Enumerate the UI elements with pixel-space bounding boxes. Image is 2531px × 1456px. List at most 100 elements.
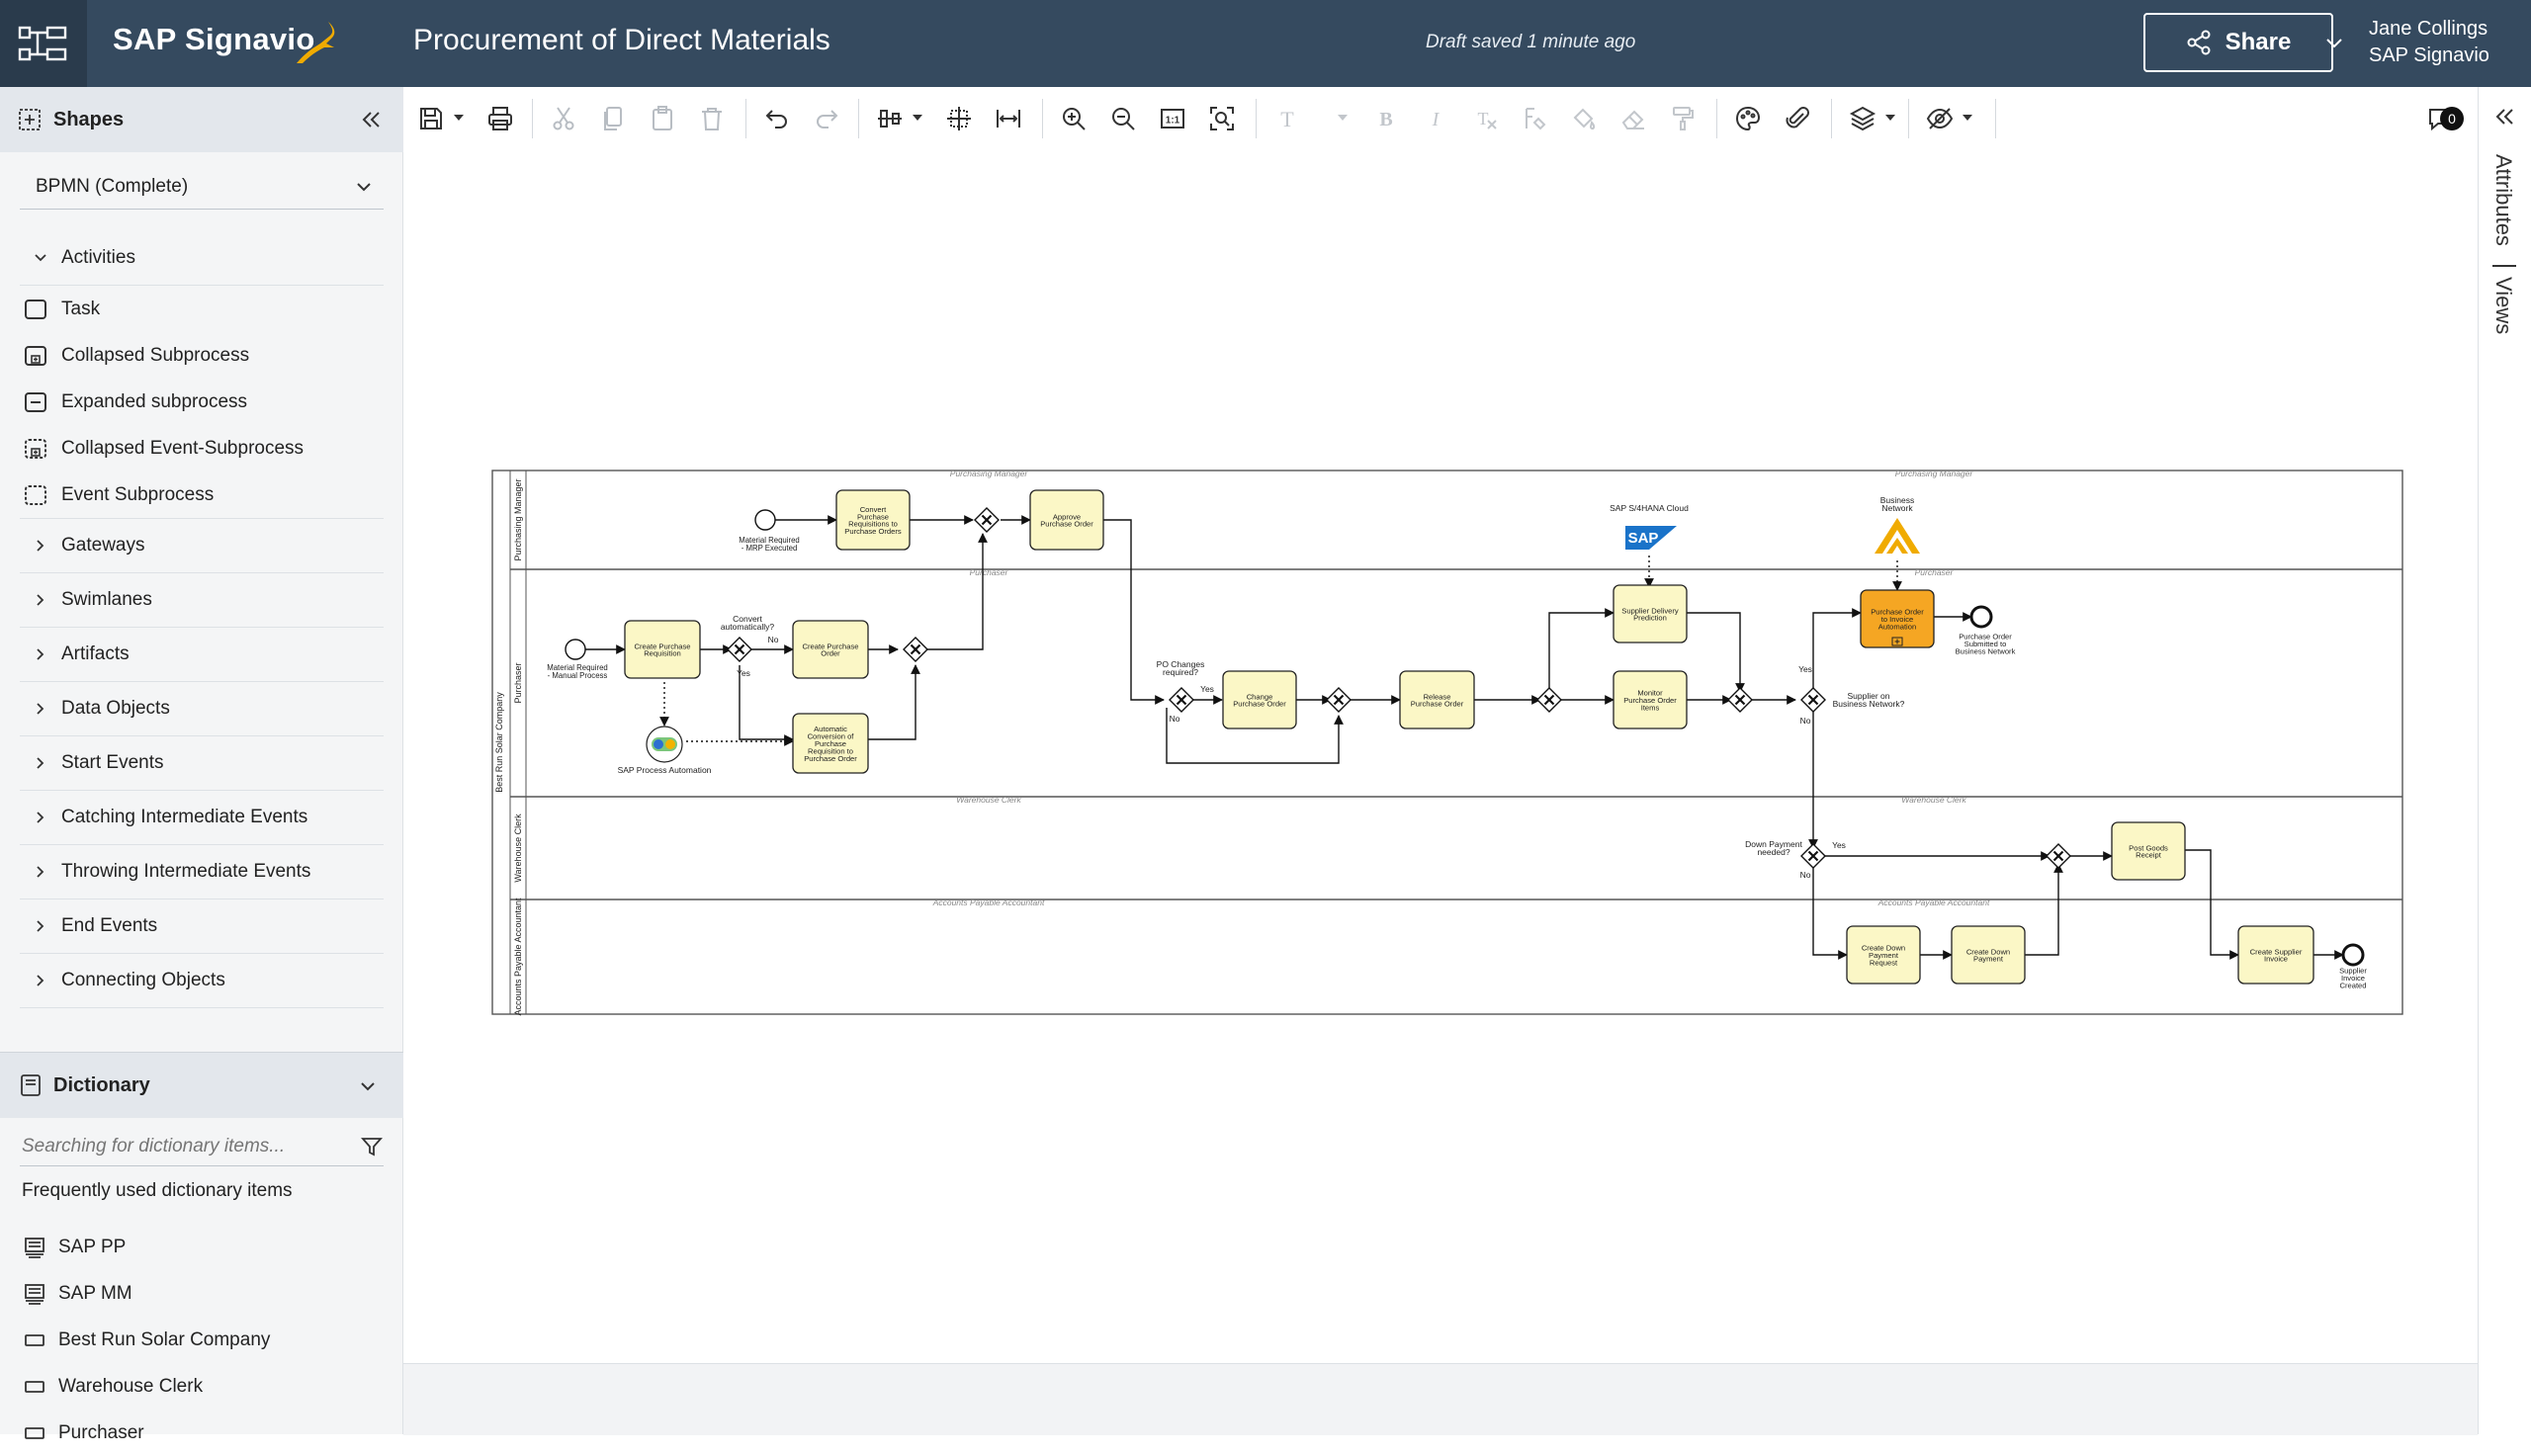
end-event-po-submitted[interactable] [1969, 605, 1993, 629]
start-event-manual[interactable] [565, 639, 586, 660]
comments-button[interactable]: 0 [2424, 103, 2464, 134]
caret-down-icon[interactable] [453, 113, 465, 123]
delete-button[interactable] [696, 103, 728, 134]
category-activities[interactable]: Activities [20, 231, 384, 286]
cut-button[interactable] [548, 103, 579, 134]
shape-collapsed-event-subprocess[interactable]: Collapsed Event-Subprocess [20, 425, 384, 471]
undo-button[interactable] [761, 103, 793, 134]
bold-button[interactable]: B [1370, 103, 1402, 134]
tab-attributes[interactable]: Attributes [2491, 154, 2516, 246]
document-title[interactable]: Procurement of Direct Materials [413, 24, 830, 56]
shape-expanded-subprocess[interactable]: Expanded subprocess [20, 379, 384, 425]
zoom-actual-button[interactable]: 1:1 [1157, 103, 1188, 134]
gateway-po-changes[interactable] [1169, 687, 1194, 713]
sequence-flow[interactable] [2185, 849, 2239, 960]
gateway-convert-automatically[interactable] [727, 637, 752, 662]
zoom-fit-button[interactable] [1206, 103, 1238, 134]
double-chevron-left-icon[interactable] [358, 107, 384, 132]
attachment-button[interactable] [1782, 103, 1813, 134]
dictionary-item[interactable]: Purchaser [24, 1410, 380, 1456]
fill-color-button[interactable] [1568, 103, 1600, 134]
dictionary-panel-header[interactable]: Dictionary [0, 1052, 403, 1118]
save-button[interactable] [415, 103, 447, 134]
chevron-down-icon[interactable] [2323, 32, 2345, 53]
gateway-merge[interactable] [1727, 687, 1753, 713]
gateway-merge[interactable] [903, 637, 928, 662]
print-button[interactable] [484, 103, 516, 134]
gateway-merge[interactable] [1326, 687, 1352, 713]
dictionary-search-input[interactable] [20, 1134, 320, 1158]
paste-button[interactable] [647, 103, 678, 134]
dictionary-item[interactable]: Warehouse Clerk [24, 1363, 380, 1410]
end-event-invoice-created[interactable] [2341, 943, 2365, 967]
shape-collapsed-subprocess[interactable]: Collapsed Subprocess [20, 332, 384, 379]
distribute-button[interactable] [943, 103, 975, 134]
dictionary-item[interactable]: SAP MM [24, 1270, 380, 1317]
visibility-button[interactable] [1924, 103, 1956, 134]
zoom-in-button[interactable] [1058, 103, 1090, 134]
sequence-flow[interactable] [1812, 864, 1848, 960]
sequence-flow[interactable] [1166, 708, 1344, 764]
caret-down-icon[interactable] [912, 113, 923, 123]
chevron-down-icon[interactable] [358, 1076, 378, 1096]
gateway-merge[interactable] [974, 507, 1000, 533]
text-color-button[interactable] [1519, 103, 1550, 134]
app-switcher-button[interactable] [0, 0, 87, 87]
category-end-events[interactable]: End Events [20, 899, 384, 954]
dictionary-item[interactable]: SAP PP [24, 1224, 380, 1270]
gateway-supplier-on-network[interactable] [1800, 687, 1826, 713]
process-automation-icon[interactable] [646, 726, 683, 763]
shapes-panel-header[interactable]: Shapes [0, 87, 403, 152]
filter-icon[interactable] [360, 1135, 384, 1158]
redo-button[interactable] [811, 103, 842, 134]
category-gateways[interactable]: Gateways [20, 519, 384, 573]
gateway-merge[interactable] [2046, 843, 2071, 869]
colorize-button[interactable] [1732, 103, 1764, 134]
gateway-split[interactable] [1536, 687, 1562, 713]
layers-button[interactable] [1847, 103, 1878, 134]
shape-event-subprocess[interactable]: Event Subprocess [20, 471, 384, 519]
category-throwing-intermediate-events[interactable]: Throwing Intermediate Events [20, 845, 384, 899]
share-button[interactable]: Share [2143, 13, 2333, 72]
gateway-down-payment[interactable] [1800, 843, 1826, 869]
copy-button[interactable] [597, 103, 629, 134]
shape-task[interactable]: Task [20, 286, 384, 332]
start-event-mrp[interactable] [754, 509, 776, 531]
zoom-out-button[interactable] [1107, 103, 1139, 134]
category-connecting-objects[interactable]: Connecting Objects [20, 954, 384, 1008]
sequence-flow[interactable] [1548, 608, 1615, 692]
tab-views[interactable]: Views [2491, 277, 2516, 335]
text-size-button[interactable]: T [1271, 103, 1303, 134]
clear-format-button[interactable]: T [1469, 103, 1501, 134]
user-menu[interactable]: Jane Collings SAP Signavio [2369, 16, 2489, 69]
category-start-events[interactable]: Start Events [20, 736, 384, 791]
italic-button[interactable]: I [1420, 103, 1451, 134]
sequence-flow[interactable] [868, 664, 920, 740]
category-catching-intermediate-events[interactable]: Catching Intermediate Events [20, 791, 384, 845]
category-swimlanes[interactable]: Swimlanes [20, 573, 384, 628]
sequence-flow[interactable] [2025, 863, 2063, 956]
sequence-flow[interactable] [1103, 519, 1165, 705]
sequence-flow[interactable] [1812, 608, 1862, 692]
notation-select[interactable]: BPMN (Complete) [20, 164, 384, 210]
same-size-button[interactable] [993, 103, 1024, 134]
dictionary-item[interactable]: Best Run Solar Company [24, 1317, 380, 1363]
sequence-flow[interactable] [739, 665, 794, 744]
double-chevron-left-icon[interactable] [2492, 105, 2516, 128]
format-painter-button[interactable] [1667, 103, 1699, 134]
caret-down-icon[interactable] [1962, 113, 1973, 123]
sequence-flow[interactable] [914, 533, 988, 650]
